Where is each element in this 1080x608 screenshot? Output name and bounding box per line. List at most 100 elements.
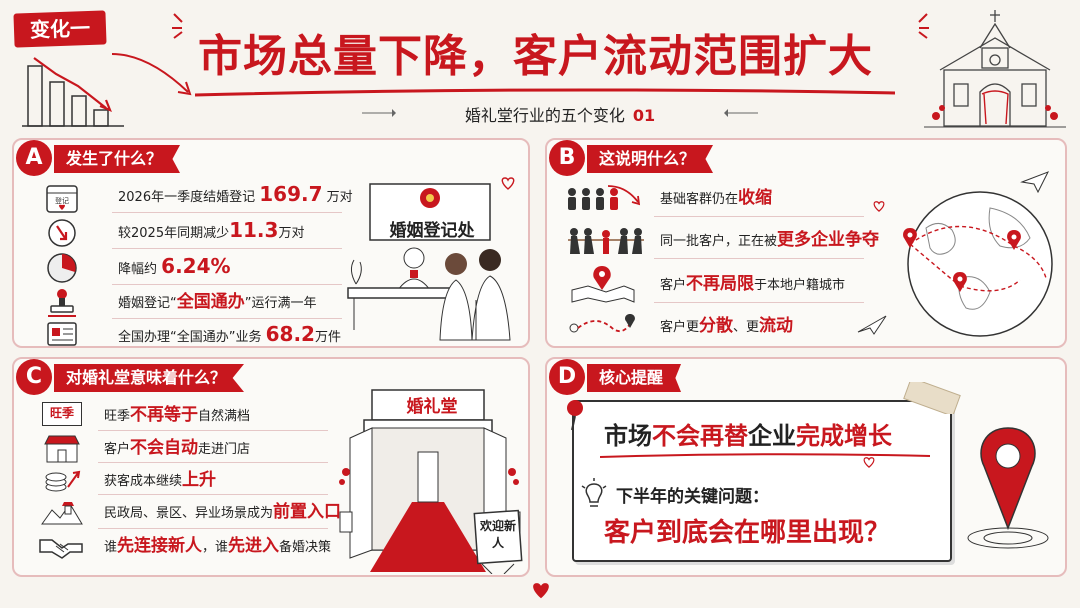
- a-row-5: 全国办理“全国通办”业务 68.2万件: [118, 324, 341, 348]
- b-row-4-value2: 流动: [759, 316, 794, 336]
- a-row-4-pre: 婚姻登记“: [118, 296, 177, 311]
- handshake-icon: [39, 539, 83, 559]
- peak-season-icon: 旺季: [42, 402, 82, 426]
- key-question-label: 下半年的关键问题：: [616, 487, 769, 507]
- panel-a-letter: A: [16, 140, 52, 176]
- c-row-5-value2: 先进入: [228, 536, 280, 556]
- wedding-chapel-icon: [924, 10, 1066, 128]
- b-row-1-value: 收缩: [738, 188, 773, 208]
- c-row-5-pre: 谁: [104, 540, 118, 555]
- pushpin-icon: [567, 400, 583, 431]
- wedding-hall-sign: 婚礼堂: [406, 397, 458, 417]
- b-row-1-pre: 基础客群仍在: [660, 192, 739, 207]
- core-message-part-1: 市场: [604, 422, 652, 450]
- a-row-3: 降幅约 6.24%: [118, 256, 231, 280]
- panel-d-letter: D: [549, 359, 585, 395]
- a-row-2-pre: 较2025年同期减少: [118, 226, 230, 241]
- spark-right-icon: [918, 13, 929, 39]
- coins-rising-icon: [45, 470, 81, 492]
- a-row-4-post: ”运行满一年: [244, 296, 317, 311]
- c-row-4-value: 前置入口: [273, 502, 342, 522]
- paper-plane-bottom-icon: [857, 315, 887, 335]
- title-underline: [195, 88, 895, 97]
- a-row-1-pre: 2026年一季度结婚登记: [118, 190, 256, 205]
- page-title: 市场总量下降，客户流动范围扩大: [198, 31, 873, 82]
- a-divider-4: [112, 318, 342, 319]
- panel-d-heading: 核心提醒: [587, 364, 682, 392]
- c-row-5: 谁先连接新人，谁先进入备婚决策: [104, 536, 331, 558]
- a-row-5-pre: 全国办理“全国通办”业务: [118, 330, 262, 345]
- b-row-2: 同一批客户，正在被更多企业争夺: [660, 230, 879, 252]
- b-row-4-value: 分散: [699, 316, 734, 336]
- core-message: 市场不会再替企业完成增长: [604, 416, 892, 451]
- a-divider-2: [112, 248, 342, 249]
- heart-doodle-d-icon: [863, 457, 875, 468]
- c-divider-1: [98, 430, 328, 431]
- panel-b-letter: B: [549, 140, 585, 176]
- a-divider-1: [112, 212, 342, 213]
- people-decline-icon: [568, 185, 641, 210]
- c-divider-2: [98, 462, 328, 463]
- c-row-4: 民政局、景区、异业场景成为前置入口: [104, 502, 341, 524]
- c-row-4-pre: 民政局、景区、异业场景成为: [104, 506, 274, 521]
- stamp-icon: [48, 289, 76, 317]
- registration-office-illustration: [347, 183, 511, 341]
- b-row-2-value: 更多企业争夺: [777, 230, 880, 250]
- registration-office-sign: 婚姻登记处: [389, 221, 475, 241]
- a-row-4: 婚姻登记“全国通办”运行满一年: [118, 292, 317, 314]
- c-row-1-post: 自然满档: [198, 409, 251, 424]
- lightbulb-icon: [581, 478, 607, 507]
- location-pin-illustration: [967, 427, 1049, 549]
- a-row-1: 2026年一季度结婚登记 169.7 万对: [118, 184, 353, 208]
- svg-text:登记: 登记: [55, 196, 69, 205]
- c-row-2-post: 走进门店: [198, 442, 251, 457]
- welcome-board: 欢迎新人: [479, 519, 516, 550]
- key-question: 客户到底会在哪里出现？: [604, 518, 891, 548]
- core-message-underline: [600, 453, 930, 458]
- calendar-registration-icon: 登记: [46, 185, 78, 213]
- core-callout-card: [572, 400, 952, 562]
- paper-plane-top-icon: [1020, 171, 1050, 194]
- a-row-5-post: 万件: [314, 330, 341, 345]
- b-row-1: 基础客群仍在收缩: [660, 188, 772, 210]
- b-row-4-pre: 客户更: [660, 320, 700, 335]
- b-row-4-mid: 、更: [733, 320, 760, 335]
- c-row-5-post: 备婚决策: [279, 540, 332, 555]
- c-row-2-value: 不会自动: [130, 438, 199, 458]
- a-row-3-pre: 降幅约: [118, 262, 158, 277]
- a-row-3-value: 6.24%: [161, 254, 231, 278]
- b-divider-3: [654, 302, 864, 303]
- b-row-3-value: 不再局限: [686, 274, 755, 294]
- a-divider-3: [112, 284, 342, 285]
- c-row-3: 获客成本继续上升: [104, 470, 216, 492]
- subtitle-ornament-left: [362, 109, 396, 117]
- a-row-4-value: 全国通办: [176, 292, 245, 312]
- tug-of-war-icon: [568, 228, 644, 254]
- route-icon: [569, 314, 635, 333]
- c-row-2-pre: 客户: [104, 442, 131, 457]
- heart-doodle-b-icon: [873, 201, 885, 212]
- heart-doodle-icon: [501, 177, 515, 190]
- spark-left-icon: [172, 13, 183, 39]
- down-arrow-icon: [48, 219, 76, 247]
- chapter-tag: 变化一: [13, 10, 107, 48]
- a-row-1-post: 万对: [326, 190, 353, 205]
- map-pin-icon: [571, 266, 635, 303]
- c-row-1: 旺季不再等于自然满档: [104, 405, 250, 427]
- c-row-5-value: 先连接新人: [117, 536, 203, 556]
- b-row-3-pre: 客户: [660, 278, 687, 293]
- c-row-3-value: 上升: [182, 470, 217, 490]
- c-row-1-value: 不再等于: [130, 405, 199, 425]
- swoosh-arrow-icon: [111, 53, 192, 96]
- b-row-3-post: 于本地户籍城市: [754, 278, 846, 293]
- b-row-3: 客户不再局限于本地户籍城市: [660, 274, 845, 296]
- b-row-4: 客户更分散、更流动: [660, 316, 793, 338]
- c-row-3-pre: 获客成本继续: [104, 474, 183, 489]
- c-divider-3: [98, 494, 328, 495]
- panel-a-heading: 发生了什么？: [54, 145, 181, 173]
- wedding-hall-illustration: [339, 389, 523, 574]
- b-divider-2: [654, 258, 864, 259]
- globe-routes-illustration: [903, 191, 1053, 337]
- panel-b-heading: 这说明什么？: [587, 145, 714, 173]
